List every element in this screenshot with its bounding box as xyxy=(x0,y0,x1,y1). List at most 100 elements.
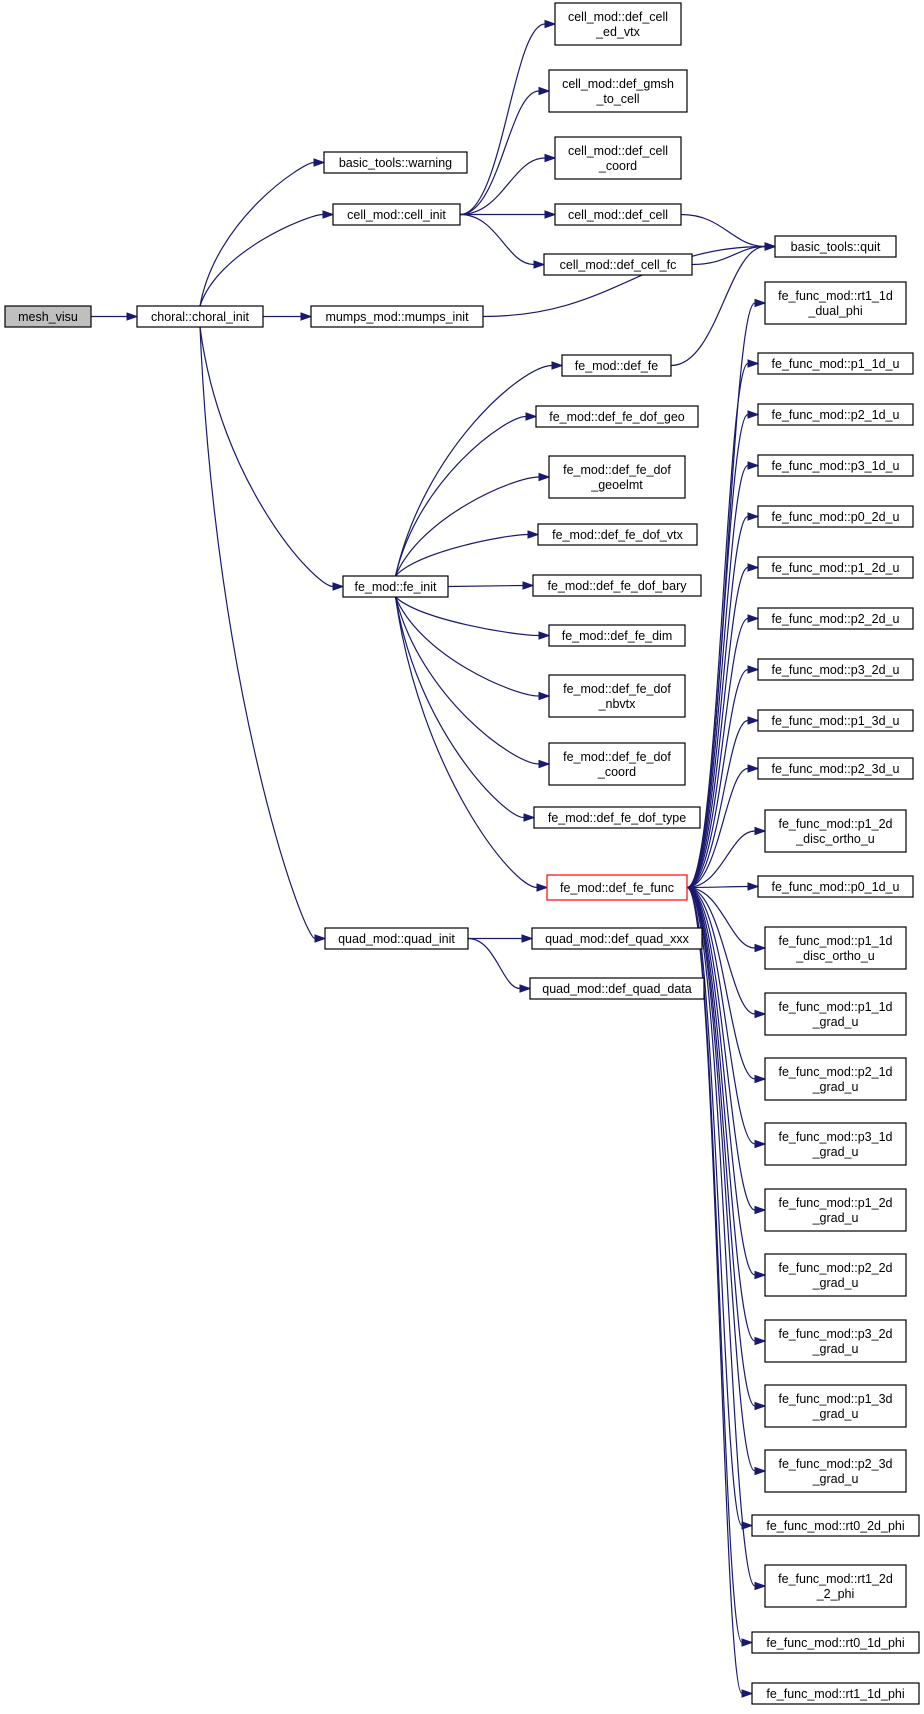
node-cell-init[interactable]: cell_mod::cell_init xyxy=(332,203,461,226)
node-label: fe_func_mod::p2_2d xyxy=(779,1261,893,1275)
node-label: fe_func_mod::rt1_1d_phi xyxy=(766,1687,904,1701)
node-label: _grad_u xyxy=(812,1407,859,1421)
edge-def_fe-to-quit xyxy=(670,242,777,367)
node-def-cell-ed-vtx[interactable]: cell_mod::def_cell_ed_vtx xyxy=(554,2,682,46)
node-label: fe_mod::def_fe_dof_type xyxy=(548,811,686,825)
node-def-cell-fc[interactable]: cell_mod::def_cell_fc xyxy=(543,253,693,276)
node-def-fe-dof-type[interactable]: fe_mod::def_fe_dof_type xyxy=(533,806,701,829)
node-label: fe_func_mod::p1_1d xyxy=(779,1000,893,1014)
edge-def_cell-to-quit xyxy=(680,213,777,251)
node-def-fe-dof-geoelmt[interactable]: fe_mod::def_fe_dof_geoelmt xyxy=(548,455,686,499)
node-label: fe_func_mod::p2_2d_u xyxy=(772,612,900,626)
node-p3-2d-u[interactable]: fe_func_mod::p3_2d_u xyxy=(757,658,914,681)
edges-layer xyxy=(91,19,777,1698)
node-label: fe_mod::def_fe xyxy=(575,359,658,373)
node-p1-1d-disc-ortho-u[interactable]: fe_func_mod::p1_1d_disc_ortho_u xyxy=(764,926,907,970)
node-def-cell[interactable]: cell_mod::def_cell xyxy=(554,203,682,226)
node-p2-2d-u[interactable]: fe_func_mod::p2_2d_u xyxy=(757,607,914,630)
edge-def_fe_func-to-p2_2d_u xyxy=(686,614,760,889)
edge-def_fe_func-to-p2_1d_grad_u xyxy=(686,886,767,1084)
edge-fe_init-to-def_fe_dof_vtx xyxy=(395,530,540,577)
node-label: _geoelmt xyxy=(590,478,643,492)
node-label: _dual_phi xyxy=(807,304,862,318)
node-def-fe-dof-geo[interactable]: fe_mod::def_fe_dof_geo xyxy=(535,405,699,428)
node-rt1-2d-2-phi[interactable]: fe_func_mod::rt1_2d_2_phi xyxy=(764,1564,907,1608)
edge-fe_init-to-def_fe_dof_bary xyxy=(447,581,535,590)
edge-cell_init-to-def_cell_fc xyxy=(459,213,546,269)
node-label: _grad_u xyxy=(812,1276,859,1290)
node-label: fe_func_mod::p1_1d_u xyxy=(772,357,900,371)
edge-def_fe_func-to-p2_1d_u xyxy=(686,410,760,889)
node-fe-init[interactable]: fe_mod::fe_init xyxy=(342,575,449,598)
node-p1-1d-grad-u[interactable]: fe_func_mod::p1_1d_grad_u xyxy=(764,992,907,1036)
edge-fe_init-to-def_fe_dof_geo xyxy=(394,412,538,577)
node-p3-1d-grad-u[interactable]: fe_func_mod::p3_1d_grad_u xyxy=(764,1122,907,1166)
node-p0-1d-u[interactable]: fe_func_mod::p0_1d_u xyxy=(757,875,914,898)
edge-fe_init-to-def_fe_dof_type xyxy=(394,596,536,822)
node-rt0-2d-phi[interactable]: fe_func_mod::rt0_2d_phi xyxy=(751,1514,920,1537)
node-def-fe-dof-bary[interactable]: fe_mod::def_fe_dof_bary xyxy=(532,574,702,597)
node-p1-1d-u[interactable]: fe_func_mod::p1_1d_u xyxy=(757,352,914,375)
node-def-gmsh-to-cell[interactable]: cell_mod::def_gmsh_to_cell xyxy=(548,69,688,113)
edge-def_fe_func-to-p0_1d_u xyxy=(686,882,760,891)
node-def-quad-data[interactable]: quad_mod::def_quad_data xyxy=(529,977,705,1000)
node-def-fe[interactable]: fe_mod::def_fe xyxy=(561,354,672,377)
node-def-fe-dof-coord[interactable]: fe_mod::def_fe_dof_coord xyxy=(548,742,686,786)
edge-def_fe_func-to-p2_3d_u xyxy=(686,764,760,889)
node-label: fe_mod::fe_init xyxy=(355,580,438,594)
node-label: fe_mod::def_fe_dof xyxy=(563,750,671,764)
node-def-cell-coord[interactable]: cell_mod::def_cell_coord xyxy=(554,136,682,180)
node-p1-3d-u[interactable]: fe_func_mod::p1_3d_u xyxy=(757,709,914,732)
node-label: fe_mod::def_fe_func xyxy=(560,881,674,895)
edge-def_fe_func-to-rt0_2d_phi xyxy=(686,886,754,1530)
node-label: fe_mod::def_fe_dof_geo xyxy=(549,410,685,424)
node-p2-1d-u[interactable]: fe_func_mod::p2_1d_u xyxy=(757,403,914,426)
node-quit[interactable]: basic_tools::quit xyxy=(774,235,897,258)
node-def-fe-dim[interactable]: fe_mod::def_fe_dim xyxy=(548,624,686,647)
node-mesh-visu[interactable]: mesh_visu xyxy=(4,305,92,328)
edge-fe_init-to-def_fe_dof_geoelmt xyxy=(394,472,551,577)
edge-def_fe_func-to-rt1_2d_2_phi xyxy=(686,886,767,1591)
node-quad-init[interactable]: quad_mod::quad_init xyxy=(324,927,469,950)
node-def-fe-dof-vtx[interactable]: fe_mod::def_fe_dof_vtx xyxy=(537,523,698,546)
node-def-quad-xxx[interactable]: quad_mod::def_quad_xxx xyxy=(531,927,703,950)
node-p2-3d-grad-u[interactable]: fe_func_mod::p2_3d_grad_u xyxy=(764,1449,907,1493)
node-label: fe_func_mod::rt1_2d xyxy=(778,1572,893,1586)
node-label: fe_func_mod::rt0_1d_phi xyxy=(766,1636,904,1650)
node-p0-2d-u[interactable]: fe_func_mod::p0_2d_u xyxy=(757,505,914,528)
node-label: _nbvtx xyxy=(598,697,637,711)
node-p1-3d-grad-u[interactable]: fe_func_mod::p1_3d_grad_u xyxy=(764,1384,907,1428)
edge-def_fe_func-to-p1_2d_u xyxy=(686,563,760,889)
node-rt1-1d-dual-phi[interactable]: fe_func_mod::rt1_1d_dual_phi xyxy=(764,281,907,325)
node-label: mumps_mod::mumps_init xyxy=(325,310,469,324)
edge-def_fe_func-to-p1_2d_grad_u xyxy=(686,886,767,1215)
edge-fe_init-to-def_fe_dim xyxy=(395,596,551,640)
node-p1-2d-grad-u[interactable]: fe_func_mod::p1_2d_grad_u xyxy=(764,1188,907,1232)
node-p2-1d-grad-u[interactable]: fe_func_mod::p2_1d_grad_u xyxy=(764,1057,907,1101)
node-label: _coord xyxy=(598,159,637,173)
node-p3-2d-grad-u[interactable]: fe_func_mod::p3_2d_grad_u xyxy=(764,1319,907,1363)
edge-def_fe_func-to-p1_1d_u xyxy=(686,359,760,889)
node-mumps-init[interactable]: mumps_mod::mumps_init xyxy=(310,305,484,328)
node-p1-2d-u[interactable]: fe_func_mod::p1_2d_u xyxy=(757,556,914,579)
node-rt1-1d-phi[interactable]: fe_func_mod::rt1_1d_phi xyxy=(751,1682,920,1705)
edge-fe_init-to-def_fe_dof_nbvtx xyxy=(394,596,551,701)
node-label: fe_func_mod::rt0_2d_phi xyxy=(766,1519,904,1533)
node-rt0-1d-phi[interactable]: fe_func_mod::rt0_1d_phi xyxy=(751,1631,920,1654)
node-warning[interactable]: basic_tools::warning xyxy=(323,151,468,174)
edge-mesh_visu-to-choral_init xyxy=(91,312,139,321)
node-p2-2d-grad-u[interactable]: fe_func_mod::p2_2d_grad_u xyxy=(764,1253,907,1297)
node-label: fe_mod::def_fe_dof xyxy=(563,463,671,477)
node-def-fe-dof-nbvtx[interactable]: fe_mod::def_fe_dof_nbvtx xyxy=(548,674,686,718)
node-p3-1d-u[interactable]: fe_func_mod::p3_1d_u xyxy=(757,454,914,477)
edge-def_fe_func-to-p3_1d_u xyxy=(686,461,760,889)
node-p1-2d-disc-ortho-u[interactable]: fe_func_mod::p1_2d_disc_ortho_u xyxy=(764,809,907,853)
node-p2-3d-u[interactable]: fe_func_mod::p2_3d_u xyxy=(757,757,914,780)
node-def-fe-func[interactable]: fe_mod::def_fe_func xyxy=(546,874,688,901)
node-label: _to_cell xyxy=(595,92,639,106)
node-label: fe_func_mod::p0_2d_u xyxy=(772,510,900,524)
node-label: fe_func_mod::p2_1d xyxy=(779,1065,893,1079)
node-label: fe_mod::def_fe_dof xyxy=(563,682,671,696)
node-choral-init[interactable]: choral::choral_init xyxy=(136,305,264,328)
